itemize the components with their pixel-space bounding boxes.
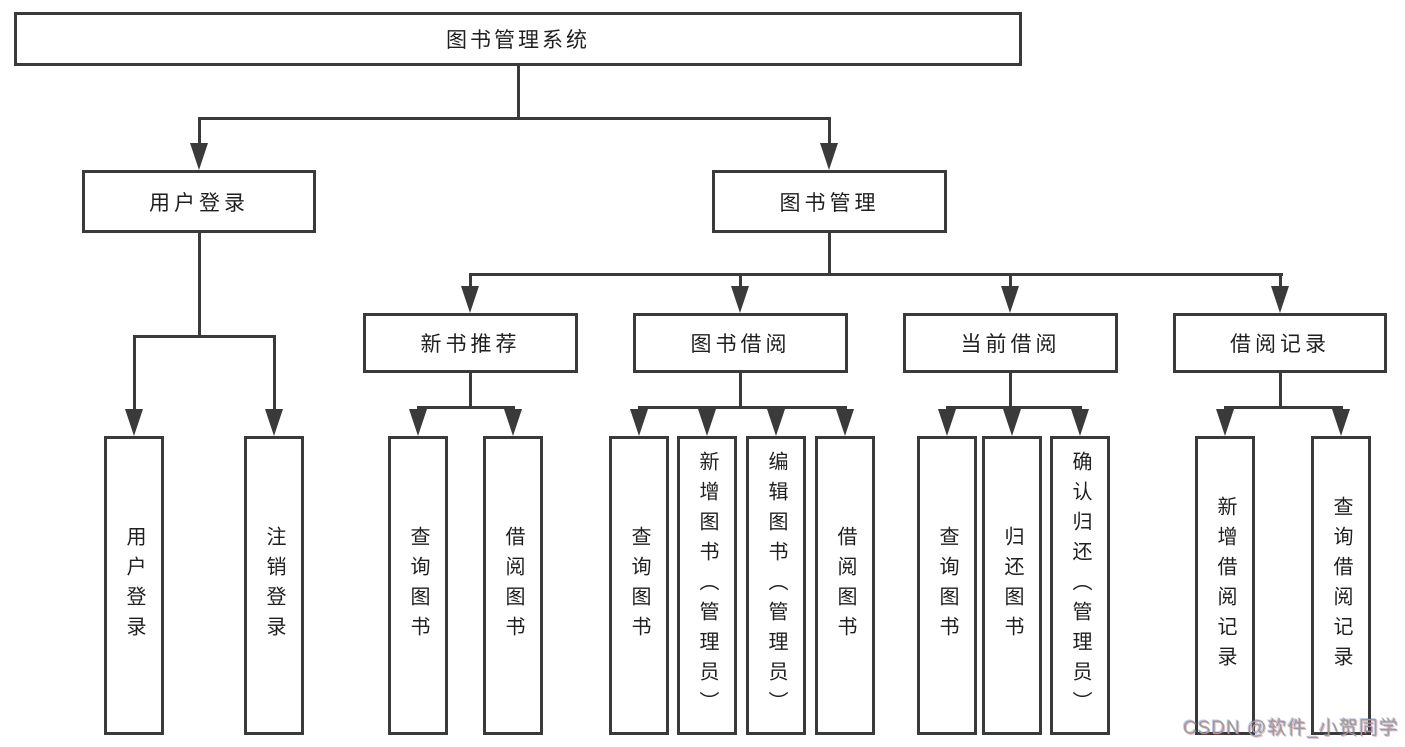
arrowhead-borrow-records [1271,286,1289,313]
leaf-current-query-books-label: 查询图书 [936,525,958,646]
leaf-recommend-query-books-label: 查询图书 [407,525,429,646]
connector-records-drop [1279,373,1282,408]
arrowhead-new-book [461,286,479,313]
leaf-add-books-admin: 新增图书（管理员） [677,436,737,735]
leaf-edit-books-admin: 编辑图书（管理员） [746,436,806,735]
leaf-confirm-return-admin: 确认归还（管理员） [1050,436,1110,735]
connector-borrow-drop [739,373,742,408]
arrowhead-leaf-logout [265,409,283,436]
arrowhead-leaf-confirm-return [1071,409,1089,436]
arrowhead-leaf-return-books [1003,409,1021,436]
connector-to-user-login [198,120,201,146]
connector-mgmt-drop [828,233,831,275]
leaf-edit-books-admin-label: 编辑图书（管理员） [765,450,787,721]
node-new-book-recommend-label: 新书推荐 [420,333,521,356]
arrowhead-user-login [190,143,208,170]
leaf-borrow-query-books-label: 查询图书 [628,525,650,646]
arrowhead-leaf-query-record [1332,409,1350,436]
leaf-add-borrow-record-label: 新增借阅记录 [1214,495,1236,676]
connector-to-borrow-records [1279,276,1282,288]
connector-current-drop [1009,373,1012,408]
connector-to-book-borrow [739,276,742,288]
arrowhead-leaf-recommend-query [409,409,427,436]
connector-to-leaf-user-login [133,338,136,412]
leaf-logout-label: 注销登录 [263,525,285,646]
leaf-recommend-borrow-books-label: 借阅图书 [502,525,524,646]
leaf-add-books-admin-label: 新增图书（管理员） [696,450,718,721]
leaf-return-books-label: 归还图书 [1001,525,1023,646]
leaf-recommend-borrow-books: 借阅图书 [483,436,543,735]
node-current-borrow: 当前借阅 [903,313,1118,373]
leaf-borrow-query-books: 查询图书 [609,436,669,735]
arrowhead-book-borrow [731,286,749,313]
leaf-logout: 注销登录 [244,436,304,735]
leaf-current-query-books: 查询图书 [917,436,977,735]
connector-to-book-management [828,120,831,146]
connector-user-drop [198,233,201,337]
connector-current-bar [946,406,1082,409]
arrowhead-leaf-user-login [125,409,143,436]
connector-records-bar [1224,406,1343,409]
node-book-management: 图书管理 [712,170,947,233]
arrowhead-leaf-add-books [698,409,716,436]
leaf-confirm-return-admin-label: 确认归还（管理员） [1069,450,1091,721]
node-book-management-label: 图书管理 [779,191,880,215]
connector-newbook-drop [469,373,472,408]
leaf-user-login: 用户登录 [104,436,164,735]
node-borrow-records-label: 借阅记录 [1230,333,1330,356]
arrowhead-leaf-current-query [938,409,956,436]
node-user-login-label: 用户登录 [149,191,249,215]
arrowhead-leaf-add-record [1216,409,1234,436]
arrowhead-current-borrow [1001,286,1019,313]
leaf-query-borrow-record: 查询借阅记录 [1311,436,1371,735]
connector-root-drop [517,66,520,119]
connector-level3-bar [469,273,1283,276]
connector-level2-bar [198,117,831,120]
connector-to-new-book [469,276,472,288]
connector-to-current-borrow [1009,276,1012,288]
arrowhead-leaf-recommend-borrow [504,409,522,436]
node-new-book-recommend: 新书推荐 [363,313,578,373]
node-book-borrow-label: 图书借阅 [690,333,791,356]
leaf-borrow-books: 借阅图书 [815,436,875,735]
arrowhead-book-management [820,143,838,170]
node-borrow-records: 借阅记录 [1173,313,1387,373]
leaf-query-borrow-record-label: 查询借阅记录 [1330,495,1352,676]
node-root: 图书管理系统 [14,12,1022,66]
leaf-borrow-books-label: 借阅图书 [834,525,856,646]
leaf-user-login-label: 用户登录 [123,525,145,646]
watermark: CSDN @软件_小贺同学 [1183,718,1399,739]
leaf-recommend-query-books: 查询图书 [388,436,448,735]
node-user-login: 用户登录 [82,170,316,233]
connector-borrow-bar [638,406,847,409]
arrowhead-leaf-borrow-query [630,409,648,436]
node-book-borrow: 图书借阅 [633,313,848,373]
arrowhead-leaf-edit-books [767,409,785,436]
leaf-return-books: 归还图书 [982,436,1042,735]
connector-user-bar [133,335,276,338]
arrowhead-leaf-borrow-books [836,409,854,436]
connector-newbook-bar [417,406,515,409]
connector-to-leaf-logout [273,338,276,412]
leaf-add-borrow-record: 新增借阅记录 [1195,436,1255,735]
node-current-borrow-label: 当前借阅 [960,333,1061,356]
node-root-label: 图书管理系统 [446,29,590,52]
